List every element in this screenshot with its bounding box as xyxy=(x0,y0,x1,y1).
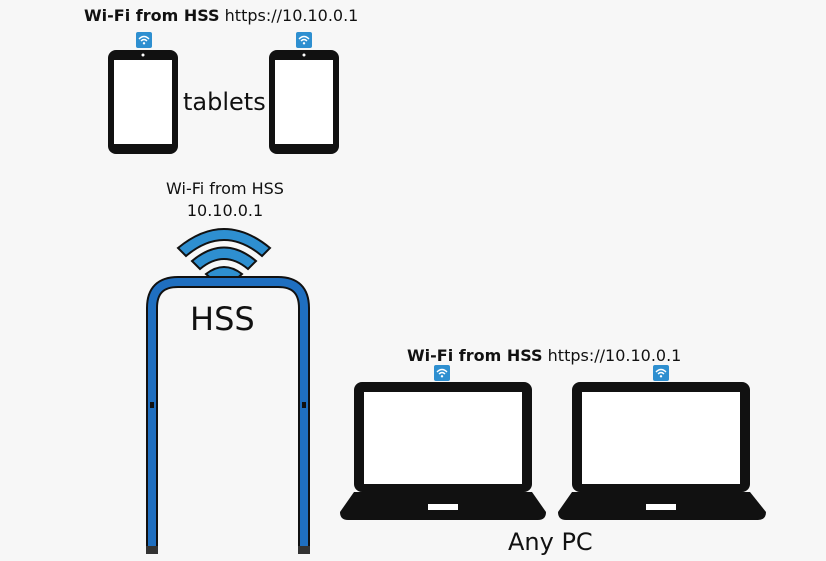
wifi-icon xyxy=(136,32,152,48)
security-gate-icon xyxy=(130,276,326,556)
pc-wifi-caption-bold: Wi-Fi from HSS xyxy=(407,346,543,365)
laptop-icon xyxy=(558,380,766,522)
tablet-icon xyxy=(269,50,339,154)
any-pc-label: Any PC xyxy=(508,528,593,556)
wifi-icon xyxy=(296,32,312,48)
wifi-icon xyxy=(653,365,669,381)
tablets-label: tablets xyxy=(183,88,266,116)
pc-wifi-caption: Wi-Fi from HSS https://10.10.0.1 xyxy=(407,346,681,366)
hss-wifi-caption-line1: Wi-Fi from HSS xyxy=(166,179,284,198)
hss-wifi-caption: Wi-Fi from HSS 10.10.0.1 xyxy=(145,178,305,222)
tablet-icon xyxy=(108,50,178,154)
tablets-wifi-caption-url: https://10.10.0.1 xyxy=(224,6,359,25)
tablets-wifi-caption-bold: Wi-Fi from HSS xyxy=(84,6,220,25)
tablets-wifi-caption: Wi-Fi from HSS https://10.10.0.1 xyxy=(84,6,358,26)
laptop-icon xyxy=(340,380,546,522)
hss-label: HSS xyxy=(190,300,255,338)
wifi-icon xyxy=(434,365,450,381)
pc-wifi-caption-url: https://10.10.0.1 xyxy=(547,346,682,365)
hss-wifi-caption-line2: 10.10.0.1 xyxy=(186,201,264,220)
